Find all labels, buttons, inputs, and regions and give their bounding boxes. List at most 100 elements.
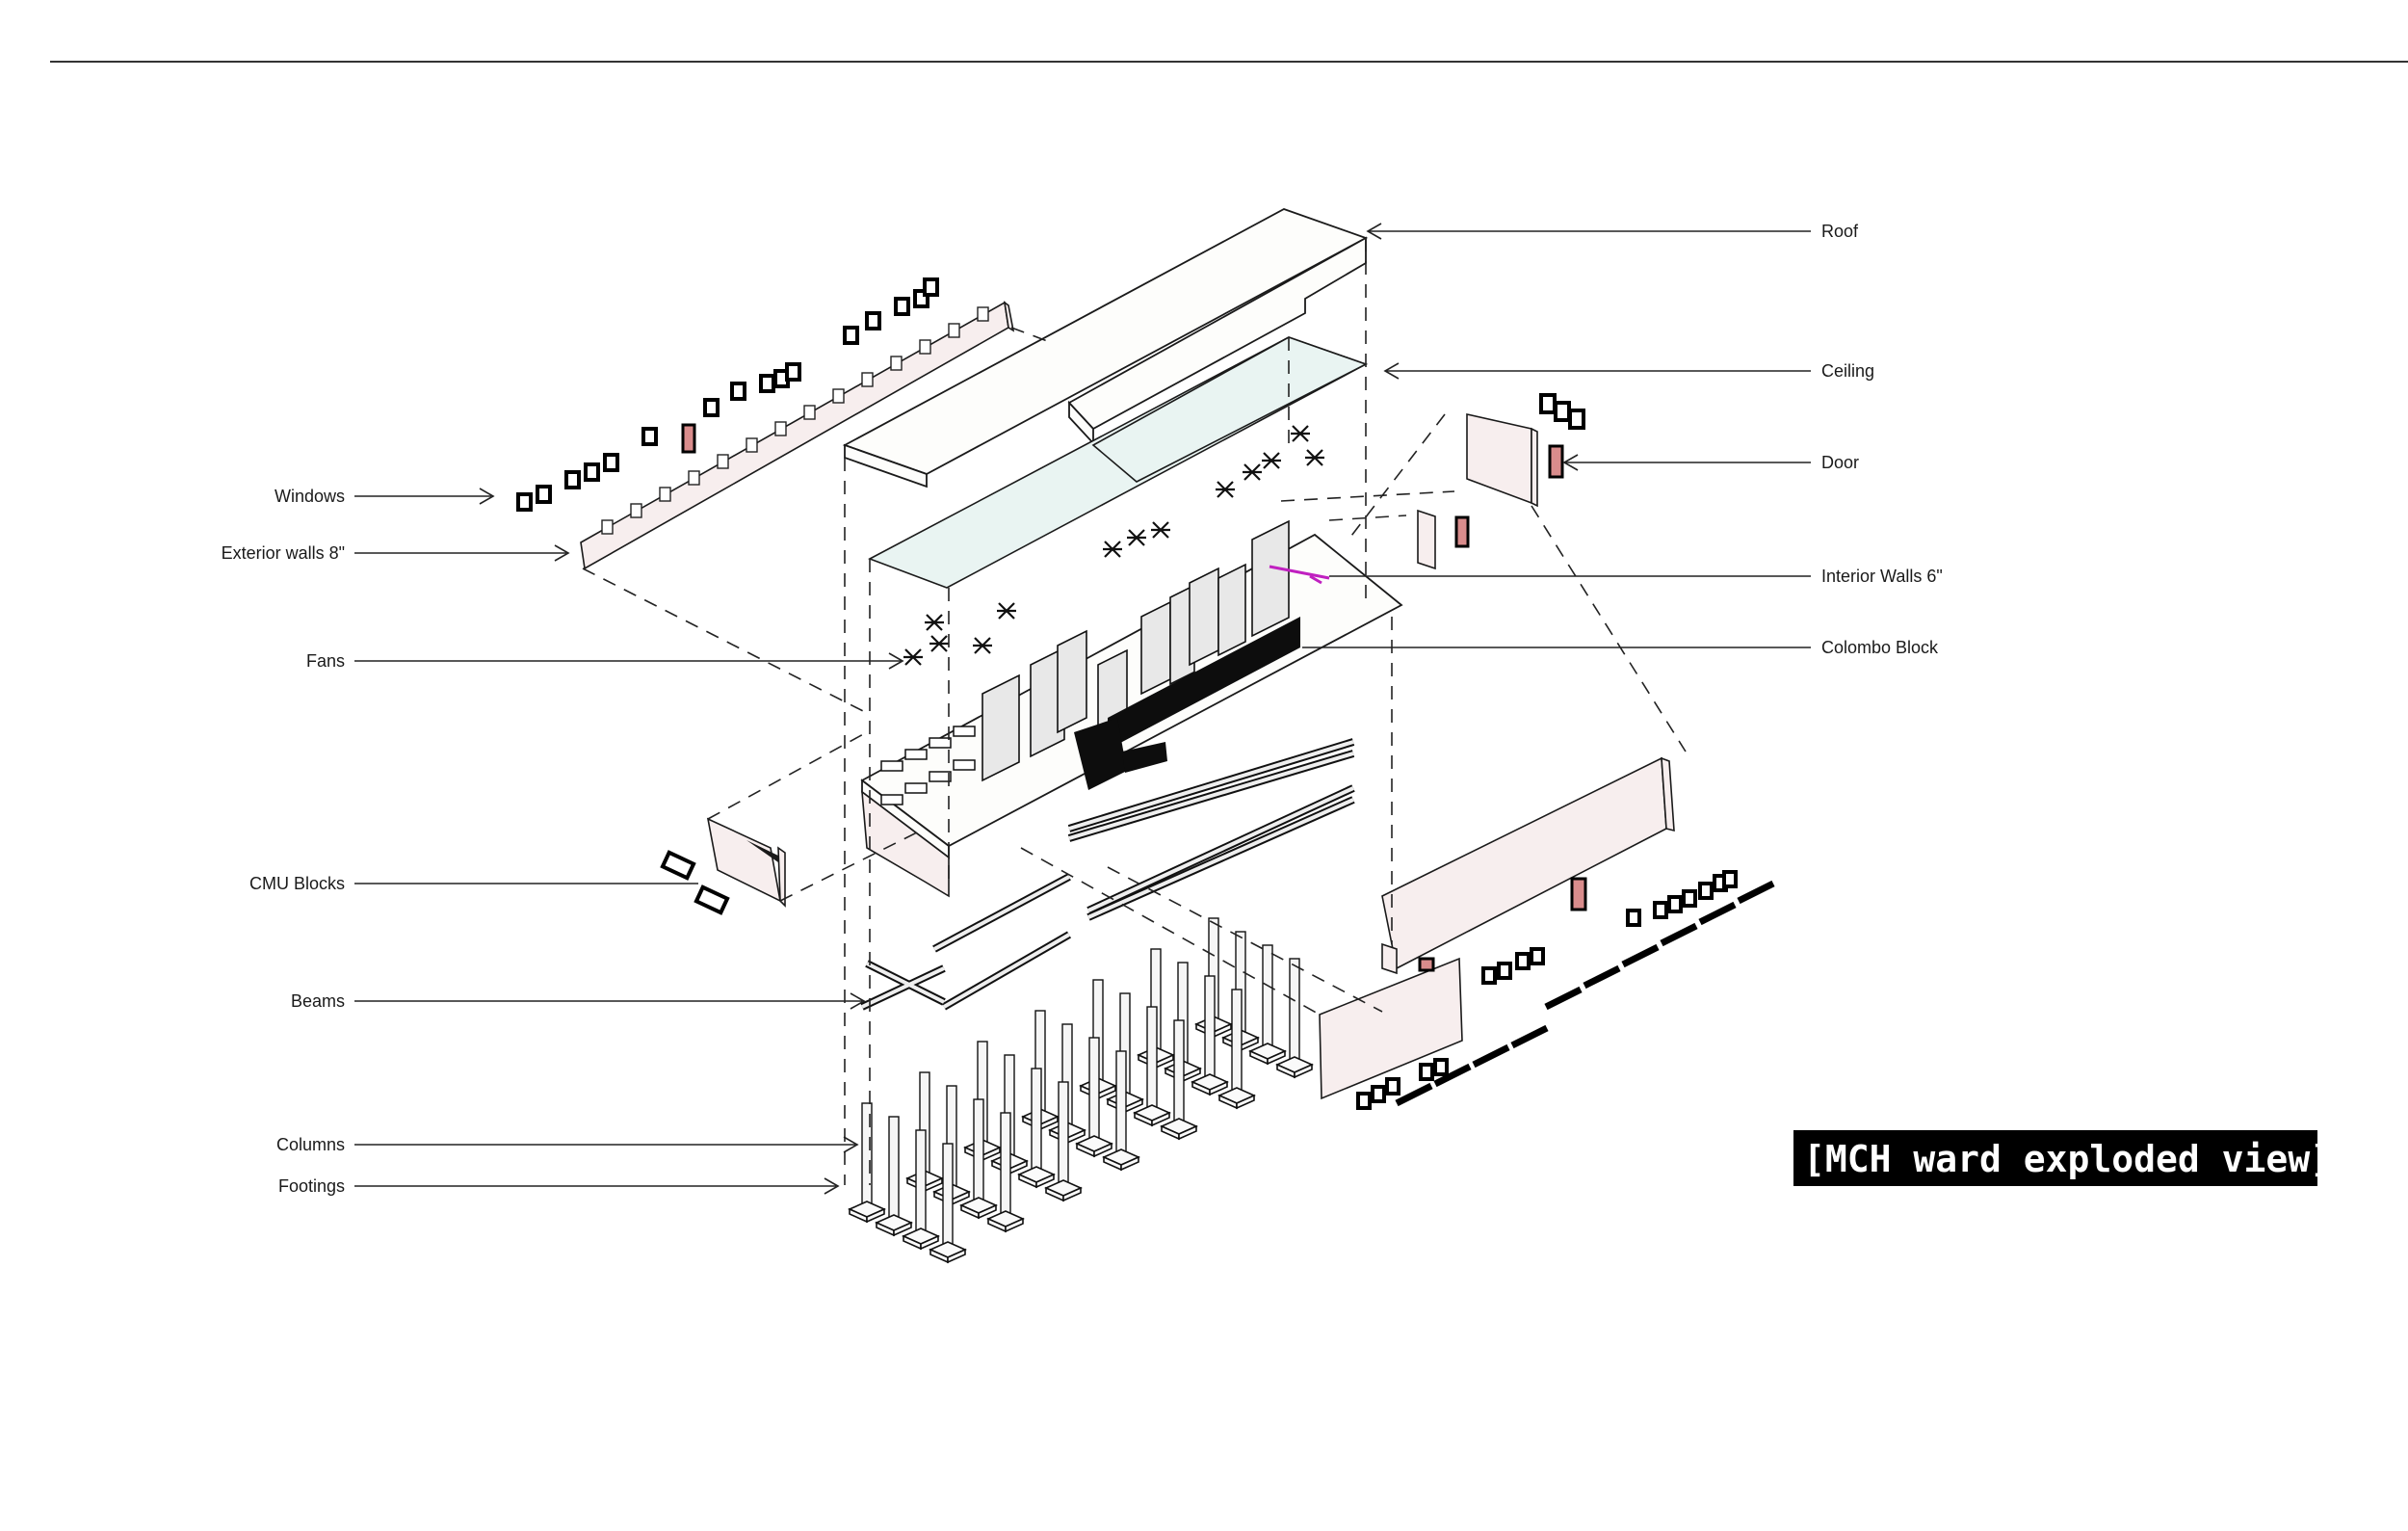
label-ceiling: Ceiling: [1821, 361, 1874, 381]
window-icon: [1371, 1085, 1386, 1103]
cmu-strip: [1544, 986, 1583, 1011]
window-icon: [1419, 1063, 1434, 1081]
bed-icon: [929, 737, 952, 749]
window-icon: [564, 470, 581, 489]
fan-icon: [925, 614, 944, 631]
interior-wall-panel: [1057, 629, 1087, 734]
wall-window-icon: [861, 372, 874, 387]
bed-icon: [904, 782, 928, 794]
cmu-strip: [1737, 880, 1775, 905]
cmu-strip: [1660, 922, 1698, 947]
window-icon: [1356, 1092, 1372, 1110]
window-icon: [1626, 909, 1641, 927]
interior-wall-panel: [1169, 584, 1195, 686]
label-fans: Fans: [306, 651, 345, 671]
wall-window-icon: [717, 454, 729, 469]
window-icon: [894, 297, 910, 316]
interior-wall-panel: [1030, 647, 1065, 758]
column-icon: [942, 1143, 954, 1251]
fan-icon: [1151, 521, 1170, 539]
label-columns: Columns: [276, 1135, 345, 1154]
wall-window-icon: [890, 356, 903, 371]
bed-icon: [953, 726, 976, 737]
window-icon: [1698, 882, 1714, 900]
diagram-title: [MCH ward exploded view]: [1803, 1138, 2332, 1180]
windows-right-small: [1539, 393, 1585, 430]
window-icon: [1515, 952, 1531, 970]
label-interior-walls: Interior Walls 6": [1821, 567, 1943, 586]
interior-wall-panel: [982, 673, 1020, 782]
column-icon: [1058, 1081, 1069, 1189]
label-beams: Beams: [291, 991, 345, 1011]
column-icon: [1289, 958, 1300, 1066]
window-icon: [641, 427, 658, 446]
wall-window-icon: [688, 470, 700, 486]
cmu-strip: [1583, 964, 1621, 990]
fan-icon: [1262, 452, 1281, 469]
column-icon: [888, 1116, 900, 1224]
interior-wall-panel: [1251, 519, 1290, 638]
window-icon: [1653, 901, 1668, 919]
window-icon: [1722, 870, 1738, 888]
column-icon: [1173, 1019, 1185, 1127]
wall-window-icon: [919, 339, 931, 355]
interior-wall-panel: [1140, 600, 1171, 696]
fan-icon: [1127, 529, 1146, 546]
window-icon: [536, 485, 552, 504]
bed-icon: [880, 794, 903, 805]
cmu-strip: [1472, 1043, 1510, 1069]
window-icon: [923, 277, 939, 297]
wall-window-icon: [832, 388, 845, 404]
column-icon: [1146, 1006, 1158, 1114]
cmu-blocks: [660, 850, 730, 915]
columns: [848, 917, 1314, 1264]
window-icon: [759, 374, 775, 393]
wall-window-icon: [774, 421, 787, 436]
column-icon: [915, 1129, 927, 1237]
exterior-wall-back: [580, 301, 1015, 570]
fan-icon: [903, 648, 923, 666]
column-icon: [1031, 1068, 1042, 1175]
exterior-wall-end-right: [1417, 413, 1538, 570]
fan-icon: [1103, 541, 1122, 558]
window-icon: [1433, 1058, 1449, 1076]
label-exterior-walls: Exterior walls 8": [222, 543, 345, 563]
wall-window-icon: [630, 503, 642, 518]
fan-icon: [997, 602, 1016, 620]
interior-wall-panel: [1189, 567, 1219, 667]
window-icon: [1385, 1077, 1400, 1095]
cmu-strip: [1433, 1063, 1472, 1088]
column-icon: [1262, 944, 1273, 1052]
cmu-strip: [1698, 901, 1737, 926]
cmu-strip: [1395, 1082, 1433, 1107]
wall-window-icon: [746, 437, 758, 453]
title-box: [MCH ward exploded view]: [1793, 1130, 2332, 1186]
wall-window-icon: [977, 306, 989, 322]
column-icon: [1088, 1037, 1100, 1145]
exterior-wall-end-left: [706, 817, 786, 908]
label-cmu-blocks: CMU Blocks: [249, 874, 345, 893]
door-top: [681, 423, 696, 454]
label-footings: Footings: [278, 1176, 345, 1196]
door-front-right: [1570, 877, 1587, 911]
cmu-strip: [1621, 943, 1660, 968]
window-icon: [730, 382, 746, 401]
label-roof: Roof: [1821, 222, 1859, 241]
bed-icon: [953, 759, 976, 771]
window-icon: [603, 453, 619, 472]
column-icon: [1231, 989, 1243, 1096]
projection-lines: [582, 238, 1687, 1185]
fan-icon: [1305, 449, 1324, 466]
interior-wall-panel: [1217, 563, 1246, 657]
window-icon: [843, 326, 859, 345]
column-icon: [973, 1098, 984, 1206]
exterior-wall-front-right: [1319, 756, 1675, 1100]
windows-right-front: [1356, 870, 1775, 1110]
label-colombo-block: Colombo Block: [1821, 638, 1939, 657]
door-right-lower: [1454, 515, 1470, 548]
wall-window-icon: [803, 405, 816, 420]
window-icon: [516, 492, 533, 512]
window-icon: [1667, 895, 1683, 913]
window-icon: [1682, 889, 1697, 908]
